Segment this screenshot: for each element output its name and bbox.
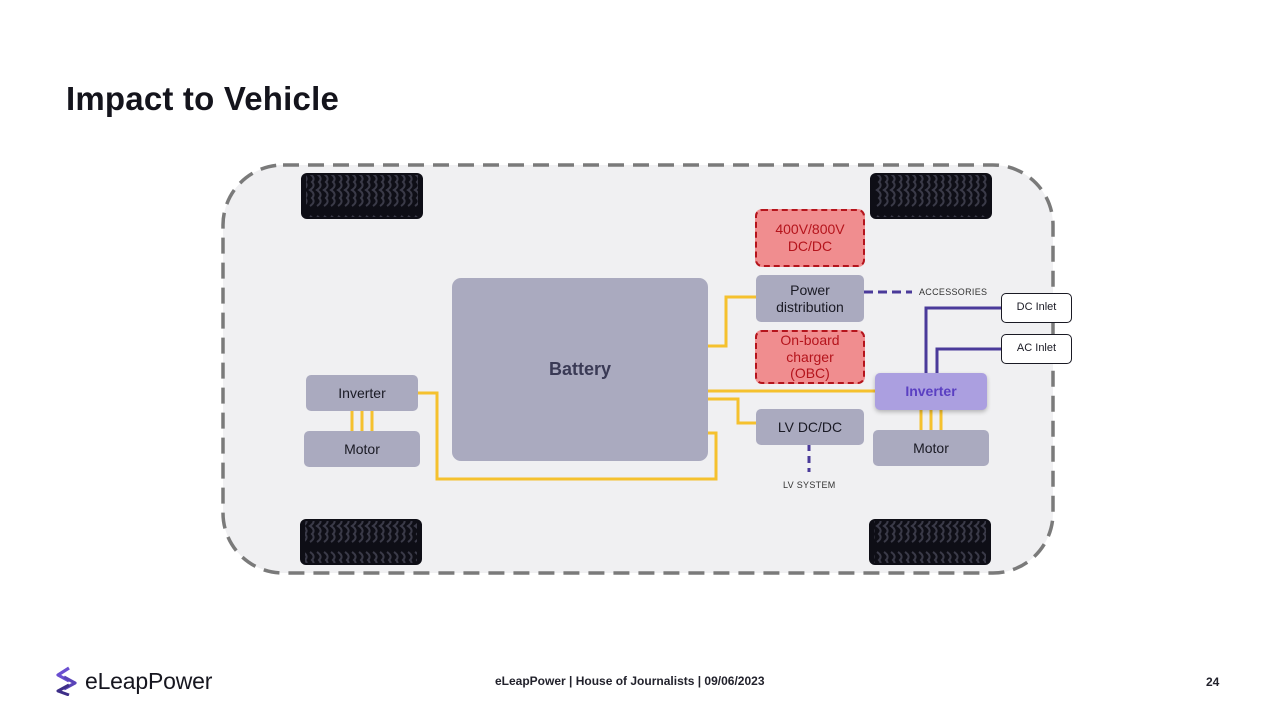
hv-wiring	[350, 295, 943, 481]
ac-inlet-label: AC Inlet	[1016, 342, 1057, 355]
page-number: 24	[1206, 675, 1220, 689]
wheel-rear-left	[300, 519, 422, 565]
hv-dcdc-label-line2: DC/DC	[787, 238, 833, 254]
wheel-rear-right	[869, 519, 991, 565]
obc-label: On-board charger (OBC)	[780, 332, 839, 382]
power-distribution-block: Power distribution	[756, 275, 864, 322]
motor-front-block: Motor	[304, 431, 420, 467]
wire-ac-inlet	[935, 347, 1001, 374]
dc-inlet-label: DC Inlet	[1016, 301, 1057, 314]
obc-label-line2: charger	[786, 348, 834, 365]
dc-inlet-block: DC Inlet	[1001, 293, 1072, 323]
battery-block: Battery	[452, 278, 708, 461]
wire-battery-lv-dcdc	[708, 397, 756, 425]
hv-dcdc-label-line1: 400V/800V	[775, 221, 845, 238]
power-distribution-line2: distribution	[776, 298, 844, 315]
ac-inlet-block: AC Inlet	[1001, 334, 1072, 364]
battery-label: Battery	[548, 358, 612, 379]
wire-battery-inverter-front	[418, 391, 718, 481]
obc-label-line3: (OBC)	[790, 365, 830, 382]
motor-rear-block: Motor	[873, 430, 989, 466]
wire-battery-power-distribution	[708, 295, 756, 348]
motor-front-label: Motor	[344, 440, 380, 457]
motor-rear-label: Motor	[913, 439, 949, 456]
wheel-front-right	[870, 173, 992, 219]
brand-name: eLeapPower	[85, 667, 213, 694]
footer-caption: eLeapPower | House of Journalists | 09/0…	[495, 674, 765, 688]
inverter-rear-block: Inverter	[875, 373, 987, 410]
inverter-rear-label: Inverter	[905, 383, 957, 400]
hv-dcdc-block: 400V/800V DC/DC	[755, 209, 865, 267]
obc-label-line1: On-board	[780, 331, 840, 348]
eleappower-logo-icon	[56, 666, 77, 696]
power-distribution-line1: Power	[790, 281, 830, 298]
wheel-front-left	[301, 173, 423, 219]
lv-dcdc-label: LV DC/DC	[777, 418, 843, 435]
accessories-label: ACCESSORIES	[919, 287, 988, 297]
slide-title: Impact to Vehicle	[66, 80, 339, 117]
lv-dcdc-block: LV DC/DC	[756, 409, 864, 445]
lv-system-label: LV SYSTEM	[783, 480, 836, 490]
inverter-front-label: Inverter	[338, 384, 386, 401]
wire-dc-inlet	[924, 306, 1001, 374]
brand-logo: eLeapPower	[55, 666, 212, 696]
hv-dcdc-label: 400V/800V DC/DC	[775, 221, 844, 255]
power-distribution-label: Power distribution	[776, 282, 844, 316]
obc-block: On-board charger (OBC)	[755, 330, 865, 384]
inverter-front-block: Inverter	[306, 375, 418, 411]
